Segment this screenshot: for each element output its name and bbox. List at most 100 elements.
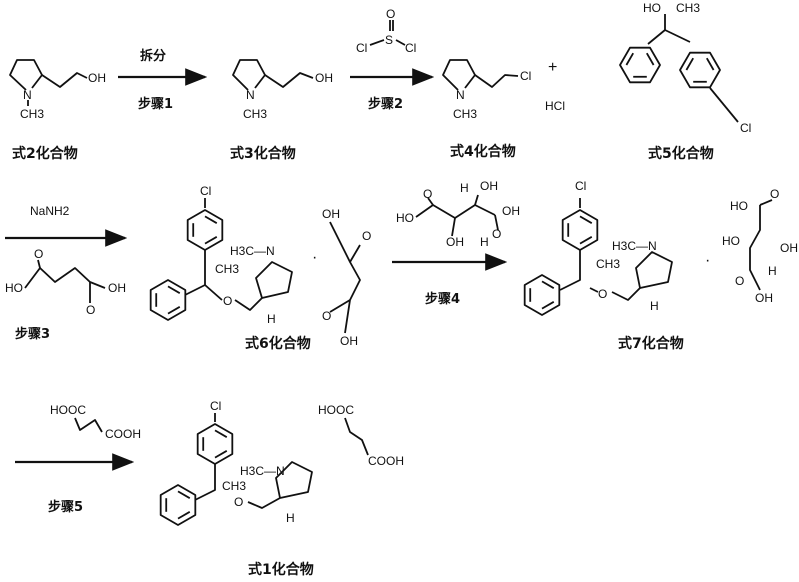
carbonyl <box>329 299 351 313</box>
ether-bond <box>204 284 223 301</box>
c-cl-bond <box>709 87 739 123</box>
atom-o: O <box>86 303 95 317</box>
hydroxyl-bond <box>474 194 479 206</box>
atom-oh: OH <box>315 71 333 85</box>
atom-o: O <box>492 227 501 241</box>
atom-ho: HO <box>730 199 748 213</box>
atom-ho: HO <box>5 281 23 295</box>
step3-label: 步骤3 <box>15 326 50 342</box>
atom-oh: OH <box>88 71 106 85</box>
atom-oh: OH <box>755 291 773 305</box>
atom-o: O <box>770 187 779 201</box>
ether-chain <box>611 287 641 301</box>
atom-h: H <box>768 264 777 278</box>
chlorophenyl-ring-double-bond <box>579 236 593 245</box>
atom-ho: HO <box>722 234 740 248</box>
carbonyl <box>759 199 773 206</box>
pyrrolidine-ring <box>275 461 313 499</box>
central-carbon-bonds <box>194 464 216 501</box>
atom-s: S <box>385 33 393 47</box>
ether-chain <box>234 297 263 311</box>
chlorophenyl-ring-double-bond <box>706 57 715 71</box>
bonds-layer <box>9 14 773 526</box>
step1-label: 步骤1 <box>138 96 173 112</box>
step5-label: 步骤5 <box>48 499 83 515</box>
s-cl-bond <box>369 39 385 46</box>
atom-hcl: HCl <box>545 99 565 113</box>
hydroxyethyl-chain <box>41 72 88 88</box>
phenyl-ring-double-bond <box>541 280 555 289</box>
chlorophenyl-ring-double-bond <box>204 236 218 245</box>
ether-chain <box>247 497 281 509</box>
compound-6-caption: 式6化合物 <box>245 335 311 352</box>
pyrrolidine-ring <box>232 59 266 91</box>
atom-o: O <box>322 309 331 323</box>
chlorophenyl-ring-double-bond <box>204 215 218 224</box>
phenyl-ring <box>619 46 661 84</box>
atom-o: O <box>234 495 243 509</box>
atom-ho: HO <box>643 1 661 15</box>
central-carbon-bonds <box>559 250 581 291</box>
atom-hooc: HOOC <box>50 403 86 417</box>
atom-cl: Cl <box>200 184 211 198</box>
salt-dot: · <box>705 252 710 269</box>
atom-cooh: COOH <box>105 427 141 441</box>
atom-ch3: CH3 <box>222 479 246 493</box>
atom-oh: OH <box>502 204 520 218</box>
central-carbon-bonds <box>184 250 206 296</box>
atom-cl: Cl <box>520 69 531 83</box>
succinic-acid-chain <box>24 267 106 289</box>
step4-label: 步骤4 <box>425 291 460 307</box>
ether-bond <box>589 287 599 293</box>
atom-cl: Cl <box>575 179 586 193</box>
compound-4-caption: 式4化合物 <box>450 143 516 160</box>
pyrrolidine-ring <box>635 251 673 289</box>
fumaric-acid-chain <box>344 417 369 456</box>
atom-ch3: CH3 <box>215 262 239 276</box>
hydroxyl-bond <box>451 217 456 237</box>
tartaric-acid-chain <box>415 204 496 219</box>
atom-o: O <box>735 274 744 288</box>
atom-oh: OH <box>108 281 126 295</box>
atom-o: O <box>386 7 395 21</box>
atom-h: H <box>267 312 276 326</box>
atom-cl: Cl <box>356 41 367 55</box>
atom-ch3: CH3 <box>596 257 620 271</box>
compound-2-caption: 式2化合物 <box>12 145 78 162</box>
phenyl-ring-double-bond <box>167 306 181 315</box>
compound-5-caption: 式5化合物 <box>648 145 714 162</box>
atom-ho: HO <box>396 211 414 225</box>
atom-h: H <box>286 511 295 525</box>
fumaric-acid-chain <box>74 417 103 433</box>
phenyl-bond <box>647 29 666 45</box>
atom-ch3: CH3 <box>20 107 44 121</box>
atom-n: N <box>23 88 32 102</box>
atom-cl: Cl <box>210 399 221 413</box>
compound-7-caption: 式7化合物 <box>618 335 684 352</box>
chloroethyl-chain <box>474 74 519 88</box>
atom-oh: OH <box>480 179 498 193</box>
compound-1-caption: 式1化合物 <box>248 561 314 578</box>
step1-top-label: 拆分 <box>140 48 166 64</box>
pyrrolidine-ring <box>255 261 293 299</box>
atom-ch3: CH3 <box>453 107 477 121</box>
atom-oh: OH <box>322 207 340 221</box>
salt-dot: · <box>312 249 317 266</box>
atom-o: O <box>598 287 607 301</box>
hydroxyethyl-chain <box>264 72 314 88</box>
compound-3-caption: 式3化合物 <box>230 145 296 162</box>
chlorophenyl-ring-double-bond <box>214 429 228 438</box>
phenyl-ring-double-bond <box>167 285 181 294</box>
tartaric-acid-chain <box>749 205 761 291</box>
step3-reagent: NaNH2 <box>30 204 70 218</box>
aryl-bond <box>664 29 691 43</box>
atom-n-methyl: H3C—N <box>612 239 657 253</box>
atom-n: N <box>246 88 255 102</box>
carbonyl <box>494 214 499 231</box>
atom-o: O <box>423 187 432 201</box>
atom-o: O <box>223 294 232 308</box>
phenyl-ring <box>523 274 561 316</box>
atom-oh: OH <box>340 334 358 348</box>
